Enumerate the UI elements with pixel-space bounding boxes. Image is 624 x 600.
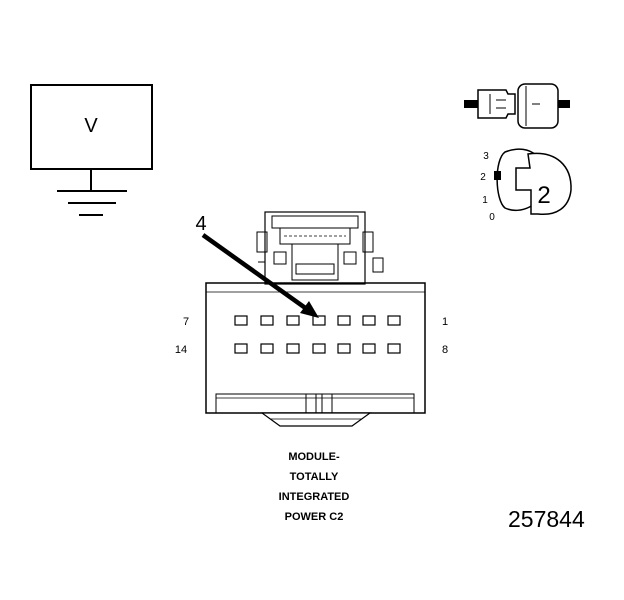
position-0-label: 0 bbox=[489, 212, 495, 223]
pin-label-7: 7 bbox=[183, 316, 189, 328]
terminal-4 bbox=[312, 315, 326, 326]
pin-label-8: 8 bbox=[442, 344, 448, 356]
position-1-label: 1 bbox=[482, 195, 488, 206]
callout-arrow: 4 bbox=[195, 213, 319, 318]
callout-label: 4 bbox=[195, 213, 206, 235]
ground-symbol-icon bbox=[57, 190, 127, 216]
terminal-6 bbox=[260, 315, 274, 326]
voltmeter-label: V bbox=[84, 115, 98, 137]
terminal-5 bbox=[286, 315, 300, 326]
position-2-label: 2 bbox=[480, 172, 486, 183]
terminal-13 bbox=[260, 343, 274, 354]
terminal-3 bbox=[337, 315, 351, 326]
terminal-1 bbox=[387, 315, 401, 326]
caption-line-3: INTEGRATED bbox=[278, 491, 350, 503]
terminal-11 bbox=[312, 343, 326, 354]
connector-caption: MODULE- TOTALLY INTEGRATED POWER C2 bbox=[234, 447, 394, 527]
pin-label-1: 1 bbox=[442, 316, 448, 328]
terminal-12 bbox=[286, 343, 300, 354]
terminal-2 bbox=[362, 315, 376, 326]
terminal-14 bbox=[234, 343, 248, 354]
caption-line-4: POWER C2 bbox=[284, 511, 344, 523]
terminal-8 bbox=[387, 343, 401, 354]
terminal-7 bbox=[234, 315, 248, 326]
figure-number: 257844 bbox=[508, 506, 585, 532]
position-selector-icon: 2 3 2 1 0 bbox=[480, 148, 572, 223]
selector-position-label: 2 bbox=[537, 182, 550, 209]
position-3-label: 3 bbox=[483, 151, 489, 162]
caption-line-1: MODULE- bbox=[288, 451, 340, 463]
caption-line-2: TOTALLY bbox=[289, 471, 339, 483]
terminal-10 bbox=[337, 343, 351, 354]
pin-label-14: 14 bbox=[175, 344, 187, 356]
terminal-row-bottom bbox=[234, 343, 401, 354]
voltmeter: V bbox=[30, 84, 153, 216]
connector: 7 1 14 8 bbox=[175, 211, 448, 427]
terminal-9 bbox=[362, 343, 376, 354]
terminal-row-top bbox=[234, 315, 401, 326]
terminal-probe-icon bbox=[464, 83, 570, 129]
